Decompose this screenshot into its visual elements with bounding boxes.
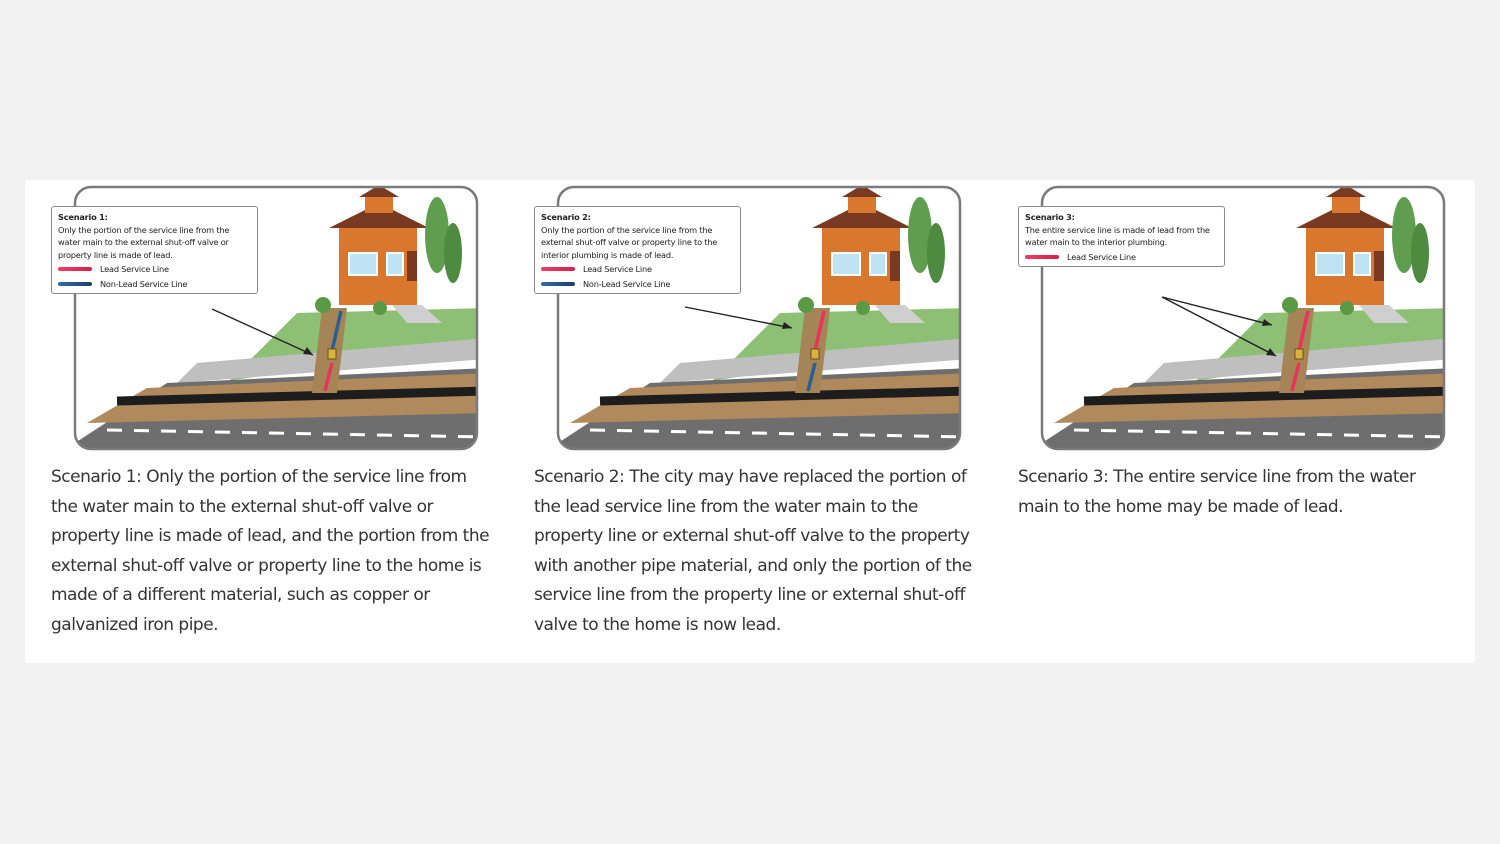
scenario-2-caption: Scenario 2: The city may have replaced t… [534, 467, 972, 635]
water-main [1083, 386, 1444, 406]
illustration-frame [556, 185, 962, 451]
house-roof [1296, 203, 1396, 228]
callout-box: Scenario 2: Only the portion of the serv… [534, 206, 741, 294]
scenario-2-illustration: Scenario 2: Only the portion of the serv… [530, 183, 965, 455]
scenario-3-caption: Scenario 3: The entire service line from… [1018, 467, 1416, 517]
shut-off-valve [327, 348, 337, 360]
non-lead-line-swatch [541, 281, 575, 286]
legend-item-non-lead: Non-Lead Service Line [58, 278, 252, 291]
scenario-2: Scenario 2: Only the portion of the serv… [508, 180, 972, 663]
shut-off-valve [810, 348, 820, 360]
scenario-1-caption: Scenario 1: Only the portion of the serv… [51, 467, 490, 635]
lead-line-swatch [58, 267, 92, 272]
shut-off-valve [1294, 348, 1304, 360]
callout-title: Scenario 1: [58, 212, 108, 222]
water-main [599, 386, 960, 406]
tree [1392, 197, 1416, 273]
callout-text: Only the portion of the service line fro… [58, 224, 230, 260]
scenario-1: Scenario 1: Only the portion of the serv… [25, 180, 490, 663]
legend-label: Non-Lead Service Line [100, 278, 188, 289]
pointer-arrow [1161, 296, 1273, 326]
illustration-frame [1040, 185, 1446, 451]
legend-item-lead: Lead Service Line [541, 263, 735, 276]
pointer-arrow [684, 306, 793, 329]
lead-line-swatch [1025, 254, 1059, 259]
service-line-pipe [323, 310, 343, 392]
callout-title: Scenario 3: [1025, 212, 1075, 222]
callout-box: Scenario 3: The entire service line is m… [1018, 206, 1225, 267]
callout-title: Scenario 2: [541, 212, 591, 222]
legend-label: Lead Service Line [583, 264, 652, 274]
scenario-3: Scenario 3: The entire service line is m… [992, 180, 1446, 663]
service-line-diagram [73, 185, 479, 451]
legend-label: Non-Lead Service Line [583, 278, 671, 289]
service-line-pipe [806, 310, 826, 392]
illustration-frame [73, 185, 479, 451]
house-roof [329, 203, 429, 228]
tree [908, 197, 932, 273]
scenarios-panel: Scenario 1: Only the portion of the serv… [25, 180, 1475, 663]
road-marking [589, 428, 960, 439]
non-lead-line-swatch [58, 281, 92, 286]
scenario-3-illustration: Scenario 3: The entire service line is m… [1014, 183, 1449, 455]
pointer-arrow [1161, 296, 1277, 357]
service-line-diagram [1040, 185, 1446, 451]
callout-text: Only the portion of the service line fro… [541, 224, 718, 260]
legend-item-lead: Lead Service Line [58, 263, 252, 276]
tree [425, 197, 449, 273]
legend-item-lead: Lead Service Line [1025, 251, 1219, 264]
scenario-1-illustration: Scenario 1: Only the portion of the serv… [47, 183, 482, 455]
lead-line-swatch [541, 267, 575, 272]
legend-item-non-lead: Non-Lead Service Line [541, 278, 735, 291]
callout-text: The entire service line is made of lead … [1025, 224, 1210, 248]
house-roof [812, 203, 912, 228]
service-line-pipe [1290, 310, 1310, 392]
road-marking [1073, 428, 1444, 439]
callout-box: Scenario 1: Only the portion of the serv… [51, 206, 258, 294]
pointer-arrow [211, 308, 314, 356]
water-main [116, 386, 477, 406]
road-marking [106, 428, 477, 439]
legend-label: Lead Service Line [1067, 251, 1136, 262]
legend-label: Lead Service Line [100, 264, 169, 274]
